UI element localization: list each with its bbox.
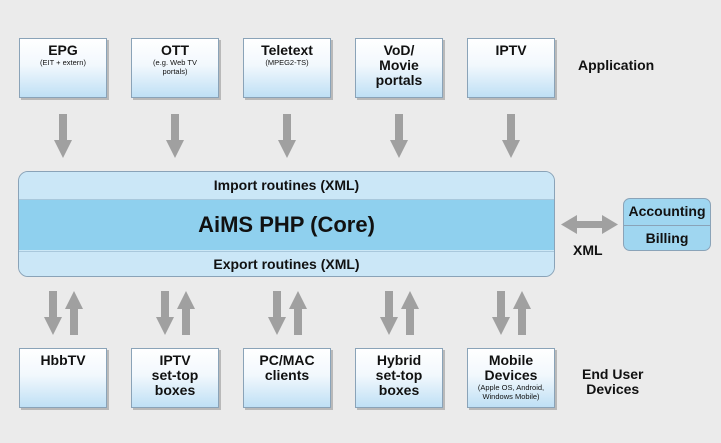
arrow-up-icon — [401, 291, 419, 335]
application-label: Application — [578, 57, 655, 73]
accounting-label: Accounting — [624, 199, 710, 226]
arrow-down-icon — [156, 291, 174, 335]
app-title: OTT — [161, 42, 189, 58]
arrow-down-icon — [492, 291, 510, 335]
accounting-billing-box: Accounting Billing — [623, 198, 711, 251]
arrow-down-icon — [44, 291, 62, 335]
arrow-down-icon — [268, 291, 286, 335]
app-title: IPTV — [495, 42, 527, 58]
app-subtitle: (MPEG2-TS) — [265, 58, 309, 67]
arrow-up-icon — [289, 291, 307, 335]
arrow-down-icon — [390, 114, 408, 158]
arrow-down-icon — [166, 114, 184, 158]
arrow-up-icon — [177, 291, 195, 335]
device-title: HbbTV — [40, 352, 86, 368]
app-subtitle: (EIT + extern) — [40, 58, 86, 67]
export-routines: Export routines (XML) — [19, 251, 554, 276]
arrow-down-icon — [278, 114, 296, 158]
app-title: Teletext — [261, 42, 313, 58]
core-name: AiMS PHP (Core) — [19, 200, 554, 250]
device-box-hbbtv: HbbTV — [19, 348, 107, 408]
arrow-down-icon — [380, 291, 398, 335]
arrow-down-icon — [54, 114, 72, 158]
arrow-up-icon — [65, 291, 83, 335]
xml-label: XML — [573, 242, 603, 258]
app-box-iptv: IPTV — [467, 38, 555, 98]
double-arrow-icon — [561, 215, 618, 234]
arrow-down-icon — [502, 114, 520, 158]
arrow-up-icon — [513, 291, 531, 335]
app-box-teletext: Teletext (MPEG2-TS) — [243, 38, 331, 98]
core-block: Import routines (XML) AiMS PHP (Core) Ex… — [18, 171, 555, 277]
import-routines: Import routines (XML) — [19, 172, 554, 200]
device-subtitle: (Apple OS, Android,Windows Mobile) — [477, 383, 545, 401]
app-title: EPG — [48, 42, 78, 58]
app-box-epg: EPG (EIT + extern) — [19, 38, 107, 98]
billing-label: Billing — [645, 230, 689, 246]
